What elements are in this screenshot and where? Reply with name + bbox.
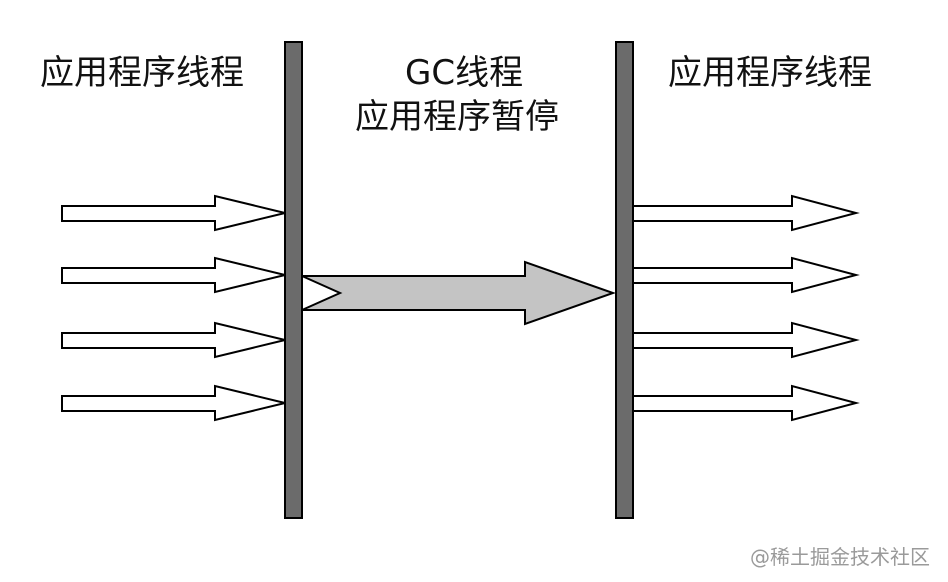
right-threads-label: 应用程序线程 xyxy=(668,53,872,93)
watermark: @稀土掘金技术社区 xyxy=(750,545,930,569)
right-thread-arrow xyxy=(632,321,860,359)
gc-thread-label: GC线程 xyxy=(405,53,524,93)
right-thread-arrow xyxy=(632,256,860,294)
right-barrier xyxy=(615,41,634,519)
app-paused-label: 应用程序暂停 xyxy=(355,97,559,137)
right-thread-arrow xyxy=(632,384,860,422)
left-barrier xyxy=(284,41,303,519)
left-thread-arrow xyxy=(61,384,286,422)
left-thread-arrow xyxy=(61,256,286,294)
left-threads-label: 应用程序线程 xyxy=(40,53,244,93)
left-thread-arrow xyxy=(61,321,286,359)
gc-thread-arrow xyxy=(301,260,617,326)
right-thread-arrow xyxy=(632,194,860,232)
left-thread-arrow xyxy=(61,194,286,232)
